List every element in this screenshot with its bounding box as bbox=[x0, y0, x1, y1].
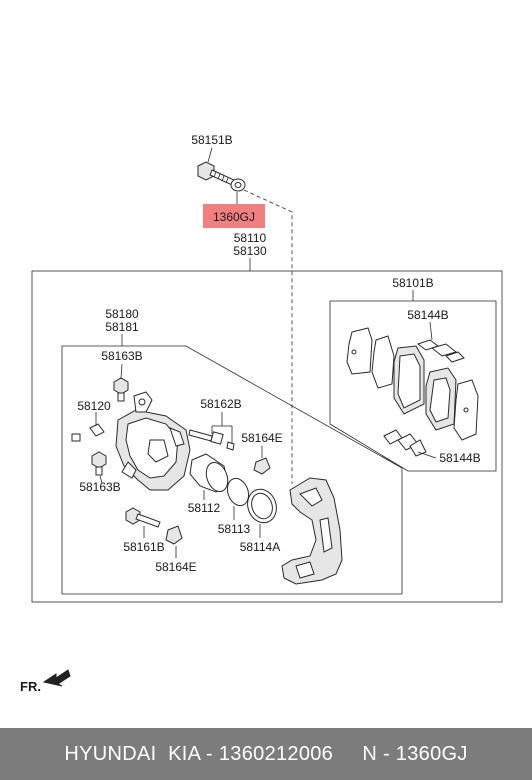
assembly-frame bbox=[31, 270, 503, 603]
leader-58144B-bottom bbox=[417, 451, 437, 459]
label-fr: FR. bbox=[20, 679, 41, 694]
leader-58163B-top bbox=[120, 363, 123, 379]
clips-58144B-top bbox=[416, 339, 465, 363]
label-58163B-bottom: 58163B bbox=[79, 480, 120, 494]
brake-pads bbox=[346, 327, 479, 441]
caliper-bracket bbox=[281, 477, 343, 585]
clips-58144B-bottom bbox=[383, 429, 427, 457]
leader-58163B-bottom bbox=[99, 475, 103, 484]
leader-58151B bbox=[207, 147, 213, 163]
guide-pins-58162B bbox=[188, 429, 235, 451]
boot-58114A bbox=[247, 488, 277, 524]
boot-58164E-bottom bbox=[165, 525, 183, 545]
label-58164E-bottom: 58164E bbox=[155, 560, 196, 574]
label-58112: 58112 bbox=[188, 501, 221, 515]
bolt-58151B bbox=[197, 161, 235, 186]
label-58113: 58113 bbox=[218, 522, 251, 536]
label-58101B: 58101B bbox=[392, 276, 433, 290]
label-58162B: 58162B bbox=[200, 397, 241, 411]
caliper-box bbox=[61, 345, 403, 595]
part-number-footer: HYUNDAI KIA - 1360212006 N - 1360GJ bbox=[0, 728, 532, 780]
label-58161B: 58161B bbox=[123, 540, 164, 554]
label-58144B-bottom: 58144B bbox=[439, 451, 480, 465]
label-58163B-top: 58163B bbox=[101, 349, 142, 363]
leader-58144B-top bbox=[429, 321, 433, 341]
label-58120: 58120 bbox=[77, 399, 111, 413]
washer-1360GJ bbox=[230, 178, 246, 192]
bolt-58163B-bottom bbox=[91, 451, 107, 476]
bolt-58163B-top bbox=[113, 377, 129, 402]
leader-58162B bbox=[211, 412, 233, 444]
label-58114A: 58114A bbox=[240, 540, 280, 554]
label-58164E-top: 58164E bbox=[241, 431, 282, 445]
piston-58112 bbox=[189, 453, 229, 493]
label-58151B: 58151B bbox=[191, 133, 232, 147]
boot-58164E-top bbox=[253, 457, 271, 475]
label-58110: 58110 bbox=[234, 231, 267, 245]
pad-kit-box bbox=[329, 300, 497, 472]
bleeder-58120 bbox=[71, 423, 105, 442]
label-58144B-top: 58144B bbox=[407, 308, 448, 322]
label-58130: 58130 bbox=[233, 244, 267, 258]
label-58180: 58180 bbox=[105, 307, 139, 321]
highlight-1360GJ bbox=[203, 204, 265, 228]
label-58181: 58181 bbox=[105, 320, 139, 334]
label-1360GJ: 1360GJ bbox=[213, 210, 255, 224]
caliper-housing bbox=[115, 391, 191, 491]
centerline bbox=[243, 189, 293, 484]
seal-58113 bbox=[226, 477, 250, 507]
brake-caliper-diagram: 58151B 1360GJ 58110 58130 58101B 58144B … bbox=[20, 133, 503, 694]
front-arrow-icon bbox=[42, 669, 71, 687]
bolt-58161B bbox=[125, 507, 161, 528]
